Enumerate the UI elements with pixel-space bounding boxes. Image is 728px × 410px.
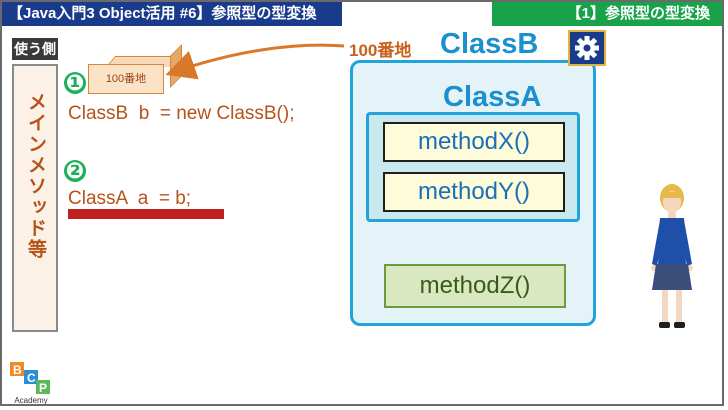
logo-name: Academy (14, 396, 48, 405)
step-2-badge: ❷ (64, 160, 86, 182)
academy-logo: B C P (10, 362, 50, 395)
method-x-box: methodX() (383, 122, 565, 162)
classb-address: 100番地 (349, 41, 412, 60)
section-badge: 【1】参照型の型変換 (492, 2, 722, 26)
step-1-badge: ❶ (64, 72, 86, 94)
classa-title: ClassA (443, 81, 542, 113)
highlight-bar (68, 209, 224, 219)
logo-letter-c: C (27, 371, 36, 385)
settings-button[interactable] (568, 30, 606, 66)
classb-title: ClassB (440, 28, 539, 60)
presenter-illustration (651, 184, 693, 328)
logo-letter-b: B (13, 363, 22, 377)
caller-label: 使う側 (12, 38, 58, 60)
step-2-number: ❷ (65, 158, 85, 183)
step-1-number: ❶ (65, 70, 85, 95)
reference-arrow (165, 43, 345, 80)
step-2-code: ClassA a = b; (68, 188, 192, 209)
caller-column (12, 64, 58, 332)
page-title: 【Java入門3 Object活用 #6】参照型の型変換 (2, 2, 342, 26)
logo-letter-p: P (39, 381, 47, 395)
gear-icon (575, 36, 599, 60)
method-z-box: methodZ() (384, 264, 566, 308)
address-box: 100番地 (88, 64, 164, 94)
method-y-box: methodY() (383, 172, 565, 212)
caller-column-text: メインメソッド等 (25, 92, 46, 260)
step-1-code: ClassB b = new ClassB(); (68, 103, 295, 124)
